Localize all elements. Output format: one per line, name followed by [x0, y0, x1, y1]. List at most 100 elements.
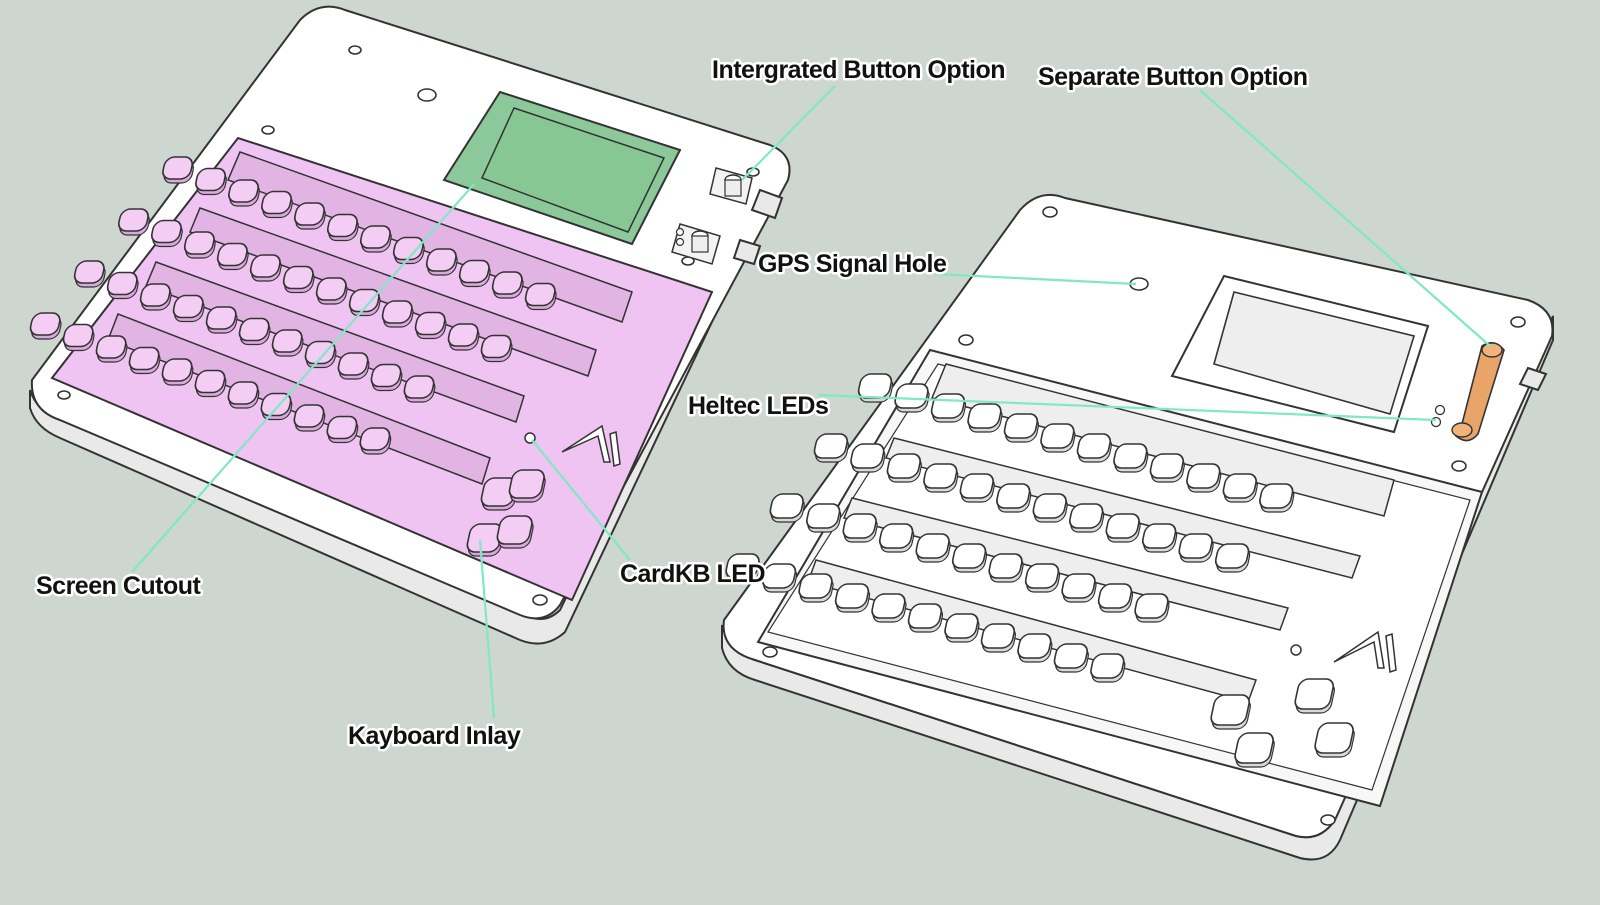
key-cap: [216, 242, 248, 267]
key-cap: [894, 383, 929, 409]
key-cap: [951, 543, 987, 569]
key-cap: [1214, 543, 1250, 569]
key-cap: [878, 523, 914, 549]
right-case: [721, 194, 1554, 861]
key-cap: [139, 283, 171, 307]
key-cap: [183, 231, 215, 255]
leader-screen-cutout: [131, 183, 475, 573]
key-cap: [1090, 653, 1125, 679]
key-cap: [988, 553, 1023, 579]
key-cap: [381, 300, 413, 324]
key-cap: [769, 493, 804, 519]
logo-mark: [1385, 632, 1397, 674]
key-cap: [227, 381, 259, 405]
left-notch-1: [750, 188, 784, 220]
key-cap: [271, 329, 303, 353]
leader-keyboard-inlay: [478, 539, 496, 719]
key-cap: [930, 393, 966, 419]
key-cap: [282, 265, 314, 290]
left-case: [29, 5, 791, 645]
key-cap: [205, 306, 237, 330]
key-cap: [458, 259, 490, 284]
key-cap: [1003, 413, 1039, 439]
key-cap: [1314, 722, 1354, 754]
key-cap: [857, 373, 893, 399]
key-cap: [29, 312, 61, 336]
key-cap: [915, 533, 950, 559]
mount-hole: [958, 334, 974, 346]
key-cap: [1069, 503, 1104, 529]
key-cap: [508, 469, 545, 499]
key-cap: [315, 277, 347, 301]
left-mounting-holes: [57, 45, 760, 606]
key-cap: [326, 415, 358, 440]
leader-heltec-leds: [817, 393, 1437, 422]
slot: [226, 151, 633, 323]
key-cap: [249, 254, 281, 278]
mount-hole: [261, 125, 275, 135]
key-cap: [261, 190, 292, 215]
key-cap: [194, 369, 226, 394]
key-cap: [1141, 523, 1177, 549]
label-heltec-leds: Heltec LEDs: [688, 392, 828, 420]
key-cap: [304, 340, 336, 365]
left-key-grid: [29, 156, 557, 557]
key-cap: [813, 433, 849, 459]
key-cap: [425, 248, 457, 272]
key-cap: [1097, 583, 1133, 609]
slot: [189, 207, 597, 377]
logo-mark: [561, 424, 611, 463]
key-cap: [1222, 473, 1257, 499]
slot: [930, 363, 1395, 517]
leader-gps-hole: [934, 272, 1137, 286]
right-mounting-holes: [762, 206, 1526, 826]
key-cap: [806, 503, 841, 529]
key-cap: [886, 453, 921, 479]
key-cap: [850, 443, 885, 469]
key-cap: [967, 403, 1002, 429]
right-keyboard-slots: [807, 363, 1395, 703]
right-screen-window: [1170, 274, 1430, 434]
key-cap: [128, 346, 160, 371]
key-cap: [1076, 433, 1112, 459]
key-cap: [403, 375, 435, 399]
key-cap: [907, 603, 943, 629]
key-cap: [414, 311, 446, 336]
integrated-buttons: [671, 167, 753, 265]
key-cap: [359, 427, 391, 451]
key-cap: [496, 515, 533, 545]
key-cap: [1053, 643, 1088, 669]
key-cap: [871, 593, 906, 619]
leader-cardkb-led: [531, 439, 631, 561]
key-cap: [117, 208, 149, 232]
key-cap: [798, 573, 833, 599]
slot: [884, 437, 1361, 579]
key-cap: [326, 213, 358, 238]
key-cap: [294, 202, 325, 226]
key-cap: [944, 613, 979, 639]
key-cap: [228, 179, 259, 203]
key-cap: [959, 473, 994, 499]
key-cap: [480, 334, 512, 359]
key-cap: [923, 463, 958, 489]
key-cap: [195, 167, 226, 192]
key-cap: [62, 323, 94, 348]
mount-hole: [1042, 206, 1058, 218]
callout-labels: Intergrated Button Option Separate Butto…: [34, 54, 1311, 753]
key-cap: [1259, 483, 1294, 509]
key-cap: [172, 294, 204, 319]
logo-mark: [609, 430, 621, 468]
key-cap: [1294, 678, 1335, 710]
separate-button: [1451, 342, 1505, 442]
mount-hole: [1320, 814, 1336, 826]
logo-mark: [1333, 630, 1385, 669]
right-key-grid: [725, 373, 1355, 768]
key-cap: [834, 583, 870, 609]
mount-hole: [57, 390, 71, 400]
key-cap: [761, 563, 797, 589]
key-cap: [1234, 732, 1274, 764]
key-cap: [150, 219, 182, 244]
key-cap: [1149, 453, 1184, 479]
key-cap: [725, 553, 760, 579]
